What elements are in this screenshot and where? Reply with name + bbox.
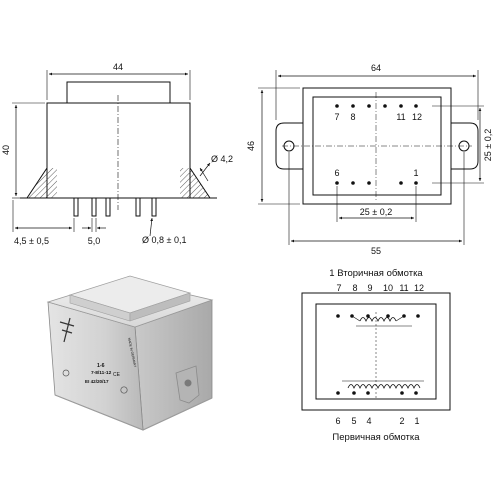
pin [351, 181, 355, 185]
schematic-pins [336, 314, 420, 395]
pin [351, 104, 355, 108]
dim-height-side: 40 [1, 145, 11, 155]
schematic-pin-label: 10 [383, 283, 393, 293]
pin [414, 104, 418, 108]
product-photo: CE 1-6 7-8/11-12 EI 42/20/17 MADE IN GER… [46, 275, 214, 431]
dim-offset: 4,5 ± 0,5 [14, 236, 49, 246]
pin-label: 11 [396, 112, 405, 122]
dim-hole: Ø 4,2 [211, 154, 233, 164]
schematic-pin-label: 1 [414, 416, 419, 426]
pin [73, 197, 79, 217]
pin [416, 314, 420, 318]
core-block [66, 81, 171, 104]
left-foot [26, 166, 48, 199]
schematic-pin-label: 12 [414, 283, 424, 293]
schematic-inner [315, 303, 437, 400]
schematic-pin-label: 2 [399, 416, 404, 426]
pin-label: 1 [413, 168, 418, 178]
pin [399, 181, 403, 185]
primary-coil [347, 384, 421, 390]
pin [414, 391, 418, 395]
photo-side-text: MADE IN GERMANY [127, 337, 137, 368]
pin [336, 391, 340, 395]
dim-width-side: 44 [113, 62, 123, 72]
photo-label-line2: 7-8/11-12 [91, 370, 112, 376]
secondary-coil [359, 317, 397, 323]
brand-logo-icon [59, 317, 75, 343]
winding-schematic [301, 292, 451, 411]
pin [336, 314, 340, 318]
schematic-pin-label: 7 [336, 283, 341, 293]
pin [367, 104, 371, 108]
pin [105, 197, 111, 217]
pin [91, 197, 97, 217]
ce-mark: CE [113, 372, 121, 378]
primary-winding-label: Первичная обмотка [332, 432, 420, 443]
dim-pin-pitch-horizontal: 25 ± 0,2 [360, 207, 392, 217]
schematic-pin-label: 8 [352, 283, 357, 293]
schematic-pin-label: 9 [367, 283, 372, 293]
pin [383, 104, 387, 108]
dim-pin-pitch: 5,0 [88, 236, 101, 246]
right-ear [451, 122, 479, 170]
pin [350, 314, 354, 318]
dim-mount-spacing: 55 [371, 246, 381, 256]
bobbin-body [46, 102, 191, 199]
pin [402, 314, 406, 318]
pin [366, 314, 370, 318]
pin [335, 104, 339, 108]
dim-height-top: 46 [246, 141, 256, 151]
top-view-pins [335, 104, 418, 185]
pin-label: 7 [334, 112, 339, 122]
dim-pin-diameter: Ø 0,8 ± 0,1 [142, 235, 186, 245]
right-foot [189, 166, 211, 199]
schematic-pin-label: 11 [399, 283, 408, 293]
schematic-pin-label: 6 [335, 416, 340, 426]
pin [414, 181, 418, 185]
pin [335, 181, 339, 185]
schematic-pin-label: 4 [366, 416, 371, 426]
schematic-outer [301, 292, 451, 411]
pin [366, 391, 370, 395]
dim-width-top: 64 [371, 63, 381, 73]
pin [386, 314, 390, 318]
pin [135, 197, 141, 217]
dim-pin-pitch-vertical: 25 ± 0,2 [483, 129, 493, 161]
photo-label-line3: EI 42/20/17 [85, 379, 109, 384]
photo-label-line1: 1-6 [97, 363, 105, 369]
side-view-drawing [12, 70, 217, 237]
top-view-drawing [258, 70, 484, 245]
pin [399, 104, 403, 108]
schematic-pin-label: 5 [351, 416, 356, 426]
secondary-winding-label: 1 Вторичная обмотка [329, 268, 423, 279]
pin [400, 391, 404, 395]
pin [151, 197, 157, 217]
left-ear [275, 122, 303, 170]
pin [352, 391, 356, 395]
pin [367, 181, 371, 185]
pin-label: 12 [412, 112, 422, 122]
pin-label: 6 [334, 168, 339, 178]
pin-label: 8 [350, 112, 355, 122]
